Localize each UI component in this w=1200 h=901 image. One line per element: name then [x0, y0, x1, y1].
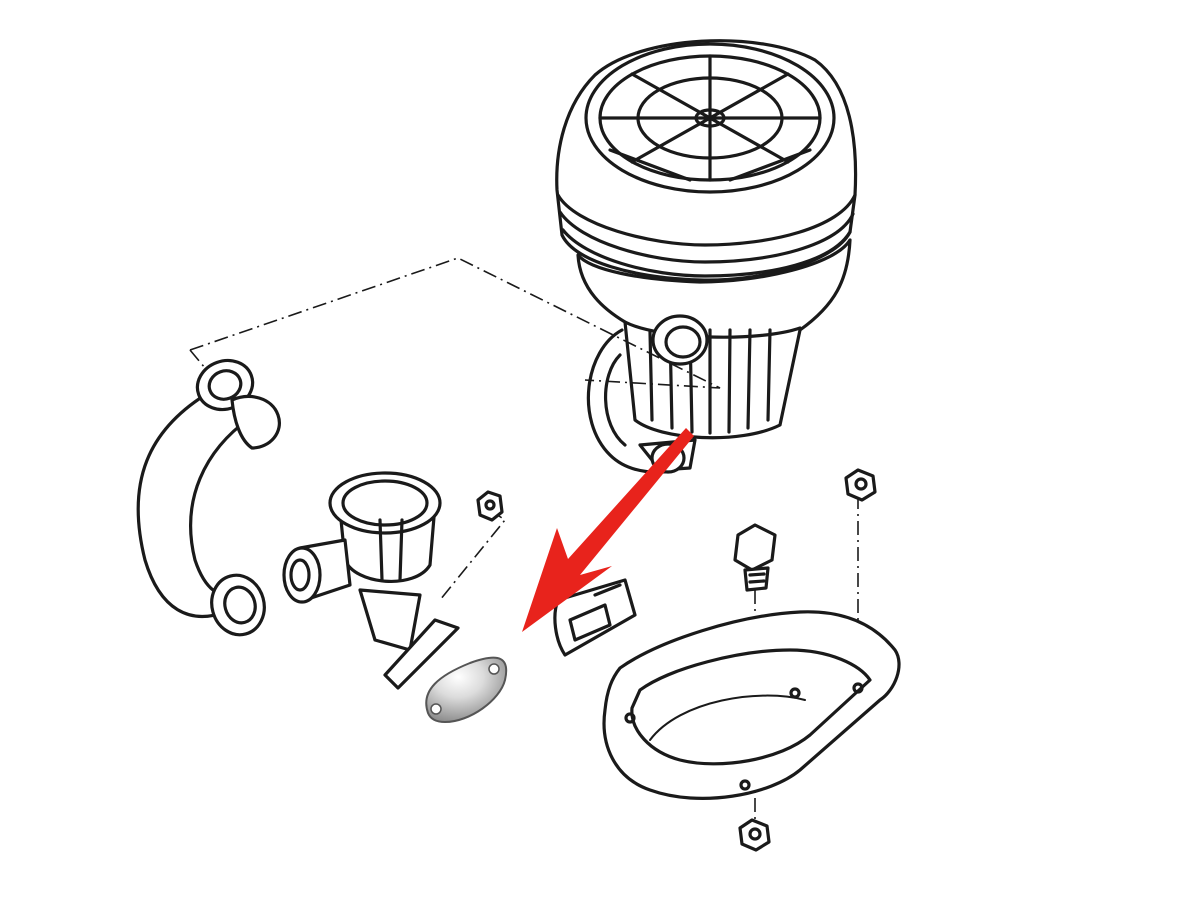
secondary-air-pump	[555, 39, 858, 474]
gasket	[553, 578, 637, 657]
bracket-nut-bottom	[738, 818, 771, 852]
air-valve	[282, 471, 460, 690]
highlight-arrow	[522, 428, 694, 632]
nut	[476, 490, 504, 522]
bolt	[733, 523, 777, 592]
air-hose	[136, 358, 281, 637]
mounting-bracket	[602, 610, 901, 800]
bracket-nut-top	[844, 468, 877, 502]
blanking-plate	[425, 656, 508, 724]
